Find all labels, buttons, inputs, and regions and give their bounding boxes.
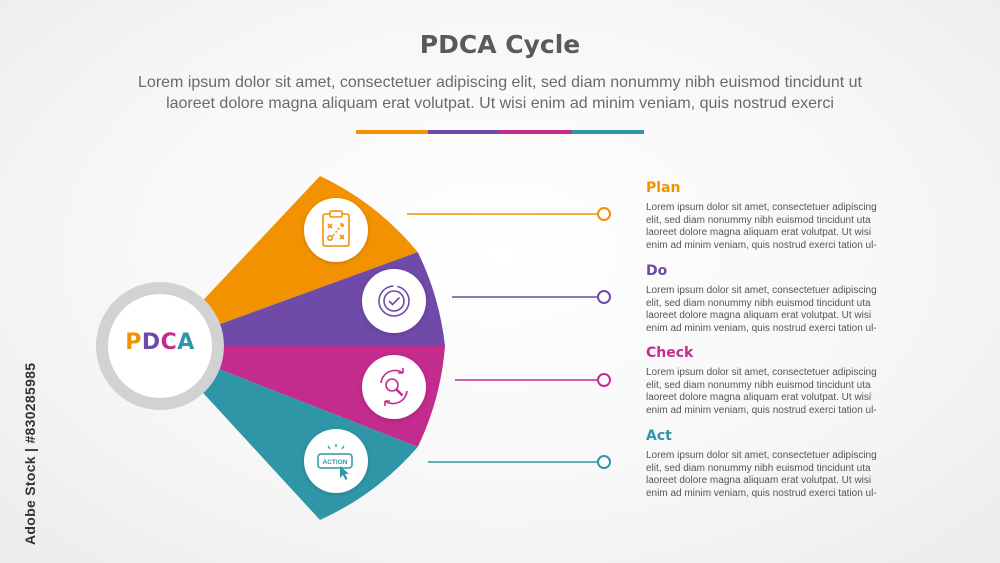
step-body-line: enim ad minim veniam, quis nostrud exerc… [646, 487, 877, 499]
step-body-line: Lorem ipsum dolor sit amet, consectetuer… [646, 285, 877, 296]
step-body-act: Lorem ipsum dolor sit amet, consectetuer… [646, 450, 906, 500]
action-button-cursor-icon: ACTION [317, 444, 353, 480]
connector-plan [407, 207, 611, 221]
badge-plan [304, 198, 368, 262]
connector-act [428, 455, 611, 469]
center-disc [108, 294, 212, 398]
center-letter-d: D [141, 330, 161, 355]
magnifier-refresh-icon [380, 368, 408, 406]
step-body-check: Lorem ipsum dolor sit amet, consectetuer… [646, 367, 906, 417]
subtitle-line-2: laoreet dolore magna aliquam erat volutp… [166, 95, 834, 112]
page-title: PDCA Cycle [419, 30, 581, 59]
step-title-plan: Plan [646, 180, 681, 196]
step-body-line: laoreet dolore magna aliquam erat volutp… [646, 392, 872, 403]
step-body-line: enim ad minim veniam, quis nostrud exerc… [646, 404, 877, 416]
title-bar-segment-check [500, 130, 572, 134]
step-title-do: Do [646, 263, 668, 279]
step-body-line: Lorem ipsum dolor sit amet, consectetuer… [646, 202, 877, 213]
step-body-line: laoreet dolore magna aliquam erat volutp… [646, 310, 872, 321]
step-body-line: enim ad minim veniam, quis nostrud exerc… [646, 322, 877, 334]
connector-do [452, 290, 611, 304]
center-letter-p: P [125, 330, 142, 355]
step-body-line: Lorem ipsum dolor sit amet, consectetuer… [646, 367, 877, 378]
center-letter-a: A [177, 330, 195, 355]
check-circle-icon [378, 285, 410, 317]
step-body-do: Lorem ipsum dolor sit amet, consectetuer… [646, 285, 906, 335]
connector-check [455, 373, 611, 387]
title-bar-segment-act [572, 130, 644, 134]
step-body-line: laoreet dolore magna aliquam erat volutp… [646, 227, 872, 238]
center-letter-c: C [160, 330, 178, 355]
clipboard-strategy-icon [322, 210, 350, 247]
step-body-line: elit, sed diam nonummy nibh euismod tinc… [646, 379, 871, 391]
action-icon-text: ACTION [323, 459, 348, 466]
step-check: Check Lorem ipsum dolor sit amet, consec… [646, 345, 906, 417]
step-body-line: elit, sed diam nonummy nibh euismod tinc… [646, 297, 871, 309]
step-title-act: Act [646, 428, 672, 444]
badge-act: ACTION [304, 429, 368, 493]
step-body-line: elit, sed diam nonummy nibh euismod tinc… [646, 214, 871, 226]
step-body-line: enim ad minim veniam, quis nostrud exerc… [646, 239, 877, 251]
title-color-bar [356, 130, 644, 134]
step-act: Act Lorem ipsum dolor sit amet, consecte… [646, 428, 906, 500]
step-body-line: elit, sed diam nonummy nibh euismod tinc… [646, 462, 871, 474]
stock-watermark-text: Adobe Stock | #830285985 [22, 362, 38, 545]
subtitle-line-1: Lorem ipsum dolor sit amet, consectetuer… [138, 74, 862, 91]
center-pdca-label: PDCA [100, 330, 220, 355]
title-bar-segment-plan [356, 130, 428, 134]
step-plan: Plan Lorem ipsum dolor sit amet, consect… [646, 180, 906, 252]
step-body-line: Lorem ipsum dolor sit amet, consectetuer… [646, 450, 877, 461]
badge-check [362, 355, 426, 419]
step-do: Do Lorem ipsum dolor sit amet, consectet… [646, 263, 906, 335]
title-bar-segment-do [428, 130, 500, 134]
badge-do [362, 269, 426, 333]
step-body-line: laoreet dolore magna aliquam erat volutp… [646, 475, 872, 486]
step-body-plan: Lorem ipsum dolor sit amet, consectetuer… [646, 202, 906, 252]
page-subtitle: Lorem ipsum dolor sit amet, consectetuer… [60, 72, 940, 114]
step-title-check: Check [646, 345, 694, 361]
